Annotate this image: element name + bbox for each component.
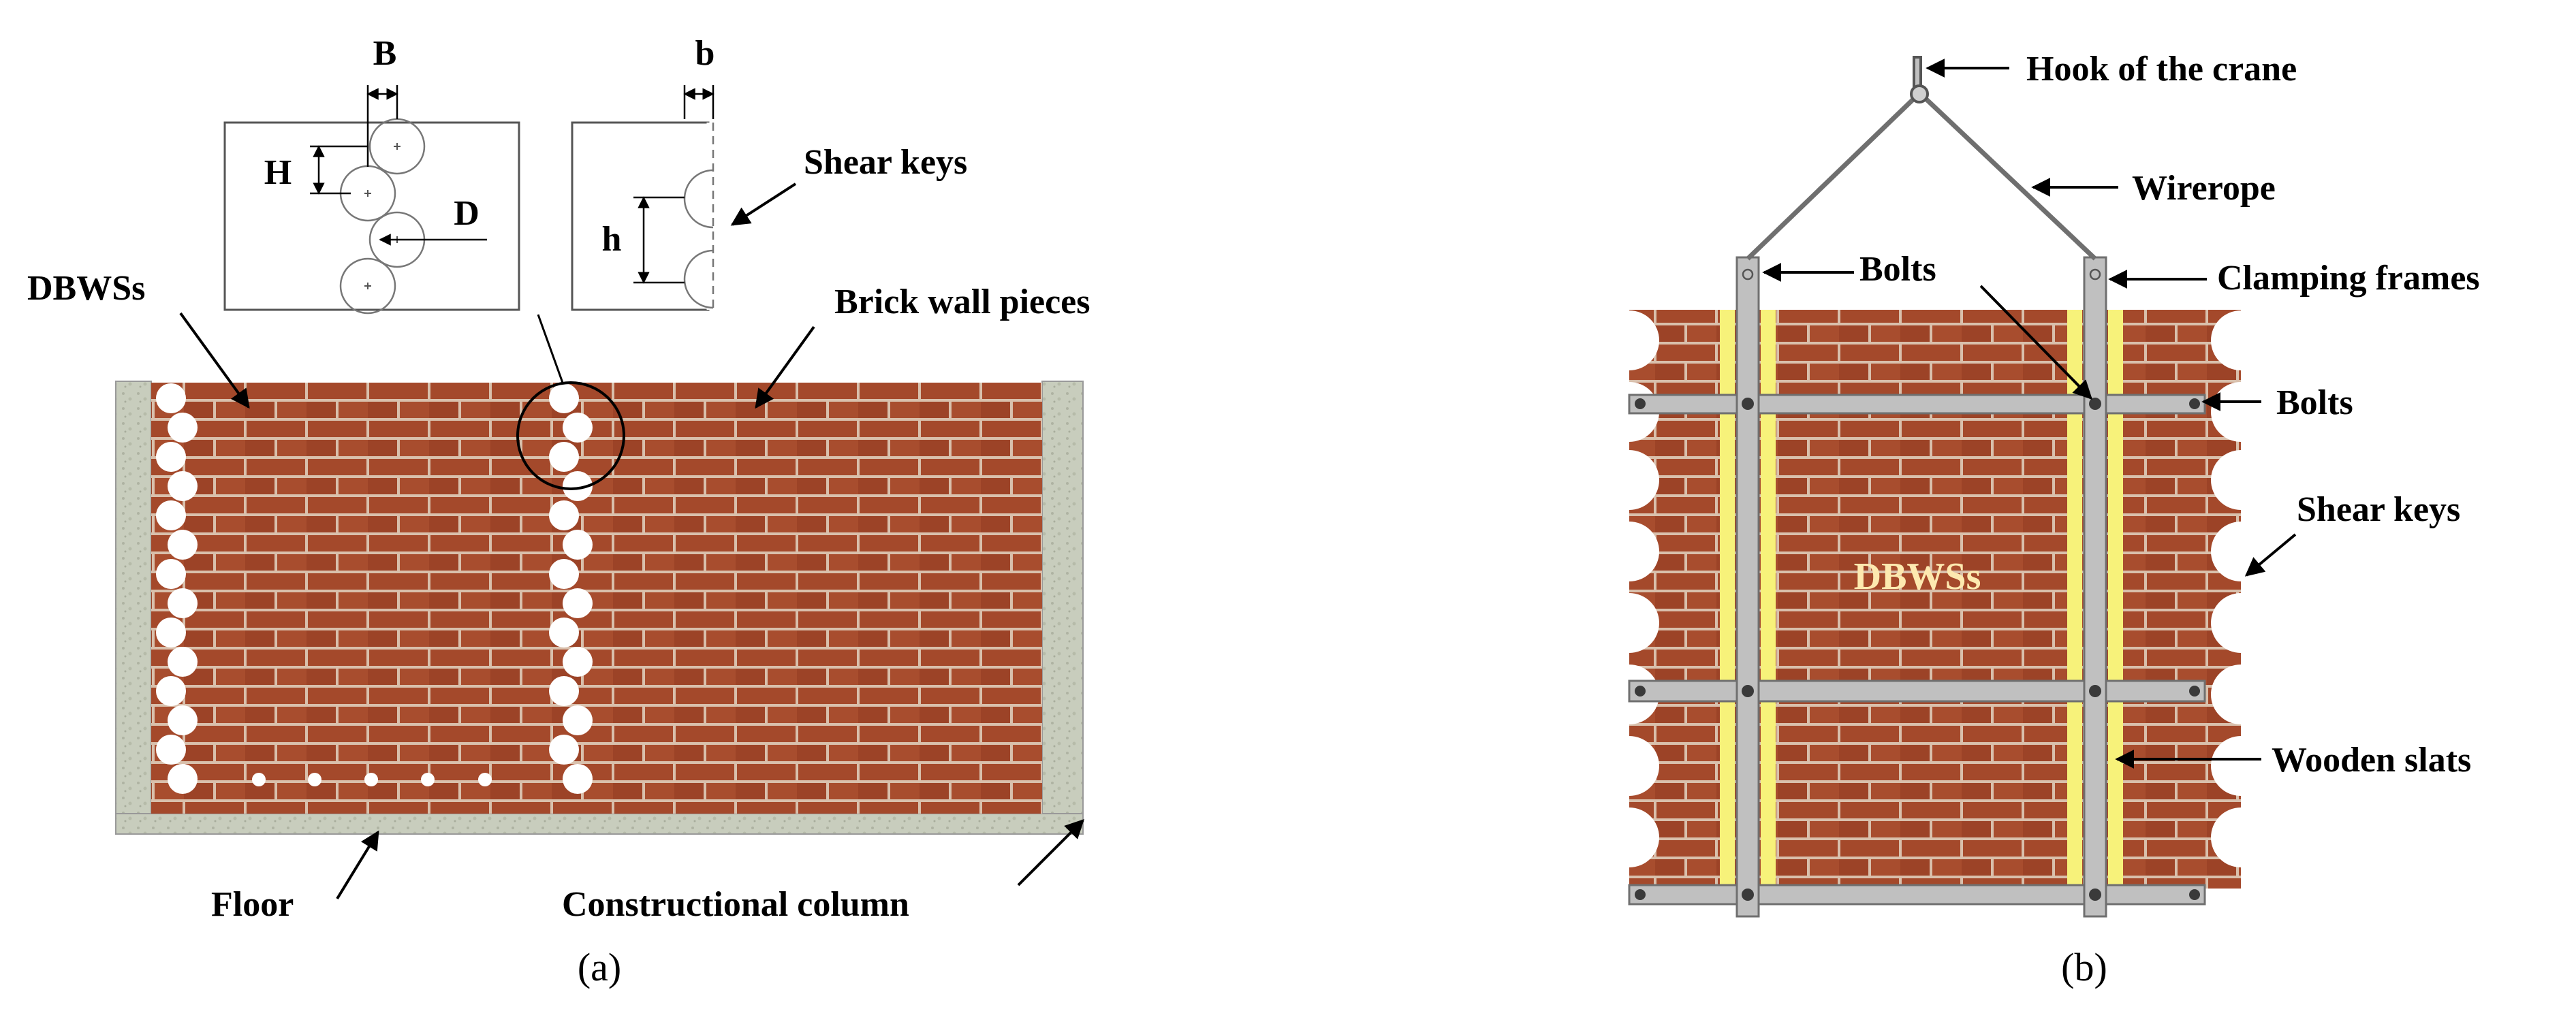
clamping-frames-vertical: [1735, 256, 2107, 918]
caption-a: (a): [578, 945, 621, 989]
dimension-label-h: h: [602, 220, 622, 259]
dimension-label-H: H: [264, 153, 292, 192]
shear-key-column-middle: [549, 383, 593, 794]
shear-key-column-left: [156, 383, 198, 794]
brick-wall-piece-right: [576, 383, 1042, 814]
constructional-column-left: [115, 381, 152, 835]
label-constructional-column: Constructional column: [562, 885, 909, 924]
constructional-column-right: [1041, 381, 1084, 835]
arrow-bolts-top-diagonal: [1979, 285, 2092, 400]
label-shear-keys-b: Shear keys: [2297, 490, 2460, 529]
label-bolts-right: Bolts: [2276, 383, 2353, 422]
arrow-floor: [336, 830, 379, 900]
label-hook: Hook of the crane: [2026, 50, 2297, 89]
wooden-slats: [1720, 310, 2123, 889]
panel-b: DBWSs Hook of the crane Wirerope Bolts C…: [1599, 50, 2480, 989]
label-floor: Floor: [211, 885, 294, 924]
arrow-constructional-column: [1017, 819, 1084, 886]
bolts: [1635, 268, 2200, 901]
arrow-shear-keys-a: [730, 182, 797, 226]
label-wirerope: Wirerope: [2132, 169, 2276, 208]
dimension-label-b: b: [695, 34, 715, 73]
label-clamping-frames: Clamping frames: [2217, 259, 2480, 298]
magnifier-leader: [537, 314, 564, 383]
clamping-bars-horizontal: [1628, 394, 2206, 906]
label-wooden-slats: Wooden slats: [2272, 741, 2471, 780]
detail-magnifier-circle: [516, 381, 625, 490]
arrow-shear-keys-b: [2244, 533, 2297, 577]
label-shear-keys-a: Shear keys: [804, 143, 967, 182]
floor-slab: [115, 813, 1084, 835]
detail-box-right: b h: [571, 34, 715, 311]
panel-a: B H D b h: [27, 34, 1090, 989]
detail-box-left: B H D: [223, 34, 520, 315]
label-brick-wall-pieces: Brick wall pieces: [834, 283, 1090, 321]
label-bolts-top: Bolts: [1859, 250, 1936, 289]
wirerope: [1746, 93, 2097, 261]
arrow-brick-wall-pieces: [755, 325, 815, 409]
shear-key-notches-right: [2211, 310, 2271, 867]
arrow-dbwss-a: [179, 312, 250, 409]
drill-holes: [252, 773, 492, 786]
dimension-label-D: D: [454, 194, 480, 233]
brick-wall-piece-left: [151, 383, 576, 814]
caption-b: (b): [2061, 945, 2107, 989]
label-dbwss-b: DBWSs: [1854, 556, 1981, 598]
hook-of-the-crane: [1910, 56, 1929, 103]
dimension-label-B: B: [373, 34, 397, 73]
label-dbwss-a: DBWSs: [27, 269, 145, 308]
